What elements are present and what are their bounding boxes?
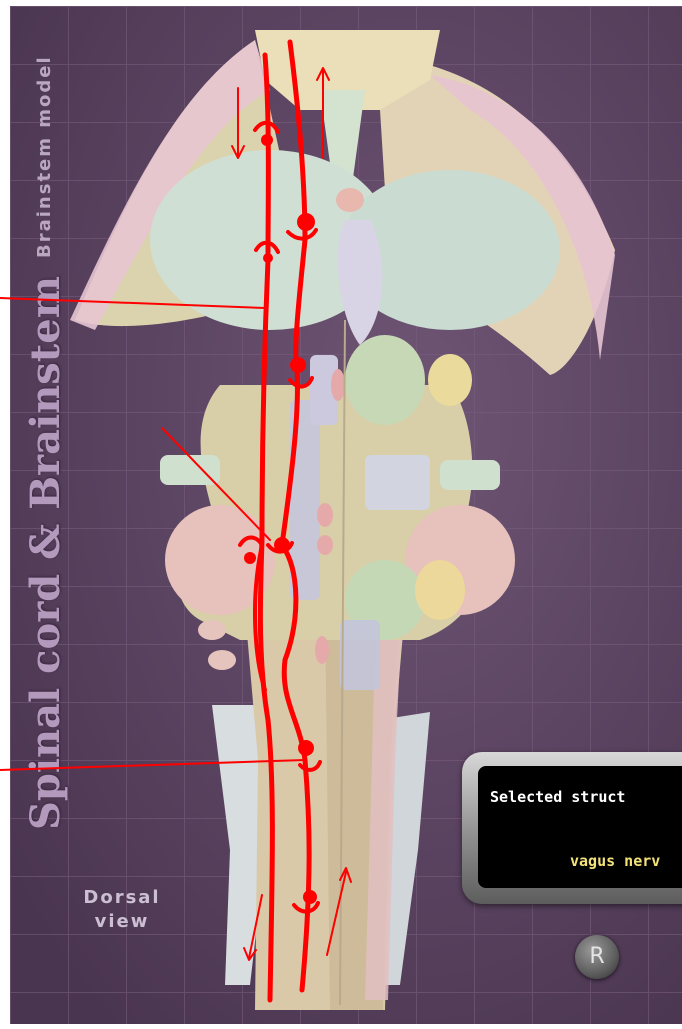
- left-peduncle-process: [160, 455, 220, 485]
- reset-icon: R: [575, 944, 619, 969]
- selected-structure-panel: Selected struct vagus nerv: [462, 752, 682, 904]
- right-peduncle-process: [440, 460, 500, 490]
- view-label: Dorsal view: [62, 886, 182, 934]
- pink-nucleus-1: [317, 503, 333, 527]
- medulla-yellow-nucleus: [415, 560, 465, 620]
- left-small-root-2: [208, 650, 236, 670]
- pink-nucleus-top: [336, 188, 364, 212]
- panel-display: Selected struct vagus nerv: [478, 766, 682, 888]
- panel-heading: Selected struct: [490, 788, 625, 806]
- selected-structure-value: vagus nerv: [570, 852, 660, 870]
- pink-nucleus-mid: [331, 369, 345, 401]
- left-small-root: [198, 620, 226, 640]
- green-nucleus-mid: [345, 335, 425, 425]
- pink-nucleus-3: [315, 636, 329, 664]
- pink-nucleus-2: [317, 535, 333, 555]
- reset-button[interactable]: R: [575, 935, 619, 979]
- lavender-tract-2: [365, 455, 430, 510]
- lavender-tract-3: [340, 620, 380, 690]
- lavender-tract-1: [290, 400, 320, 600]
- left-lobe: [165, 505, 275, 615]
- yellow-nucleus-mid: [428, 354, 472, 406]
